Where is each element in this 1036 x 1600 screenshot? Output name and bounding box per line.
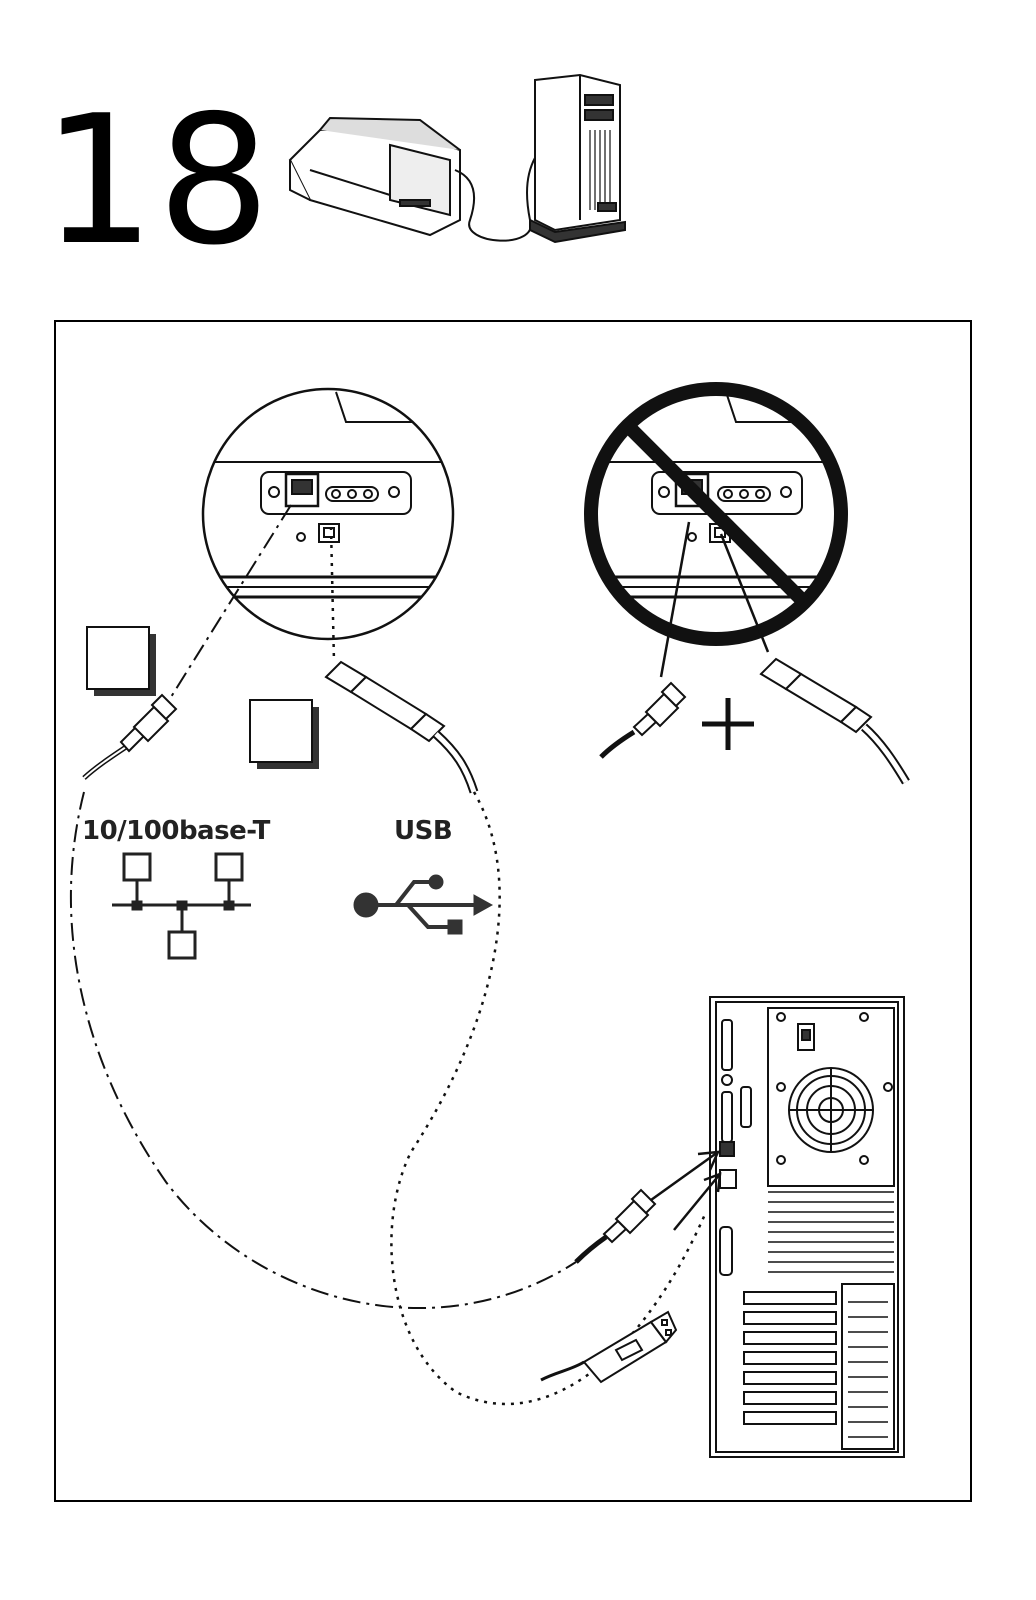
connection-diagram [56,322,974,1504]
card-printer-image [290,118,460,235]
usb-icon [354,875,492,934]
computer-rear-panel [710,997,904,1457]
usb-route-line [331,527,706,1404]
network-icon [112,854,251,958]
pc-ethernet-cable [576,1190,655,1262]
prohibited-both-ports [576,389,876,677]
tower-computer-image [530,75,625,242]
printer-computer-illustration [280,70,650,250]
ethernet-cable-connector [84,695,176,778]
usb-checkbox-icon [250,700,319,769]
prohibited-usb-cable [761,659,906,782]
step-number: 18 [42,92,273,270]
printer-ports-closeup [196,389,486,639]
prohibited-ethernet-cable [601,683,685,757]
ethernet-label: 10/100base-T [82,816,270,846]
printer-cable [455,150,540,241]
ethernet-checkbox-icon [87,627,156,696]
expansion-slots [744,1292,836,1424]
pc-usb-a-connector [541,1312,676,1382]
connection-diagram-panel: 10/100base-T USB [54,320,972,1502]
usb-label: USB [394,816,452,846]
usb-b-cable-connector [326,662,474,792]
plus-icon [702,698,754,750]
